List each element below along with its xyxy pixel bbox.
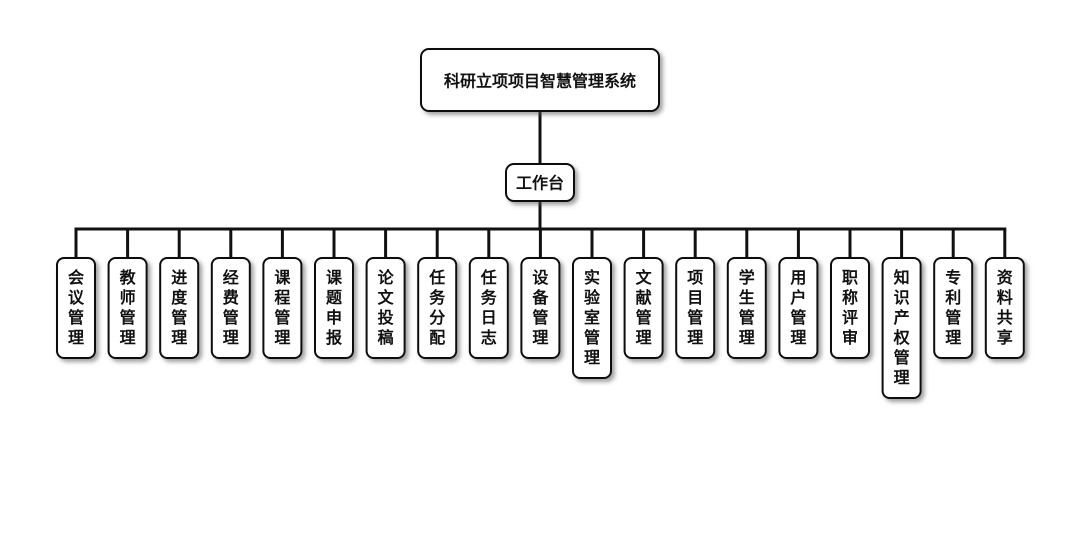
child-node[interactable]: 资料共享 [984, 257, 1025, 359]
child-label: 用户管理 [790, 268, 806, 347]
child-box [623, 257, 664, 359]
child-box [572, 257, 612, 379]
child-box [107, 257, 148, 359]
child-label: 资料共享 [997, 268, 1013, 347]
child-label: 课题申报 [326, 268, 343, 347]
child-box [210, 257, 251, 359]
child-label: 专利管理 [945, 268, 961, 347]
child-box [830, 257, 870, 359]
child-box [417, 257, 458, 359]
child-node[interactable]: 项目管理 [675, 257, 716, 359]
child-box [365, 257, 406, 359]
child-node[interactable]: 实验室管理 [572, 257, 612, 379]
child-node[interactable]: 专利管理 [933, 257, 974, 359]
child-box [778, 257, 819, 359]
hub-node[interactable]: 工作台 [505, 163, 575, 202]
child-box [726, 257, 767, 359]
child-node[interactable]: 进度管理 [159, 257, 200, 359]
child-node[interactable]: 学生管理 [726, 257, 767, 359]
child-label: 学生管理 [739, 268, 755, 347]
child-label: 职称评审 [842, 268, 858, 347]
child-label: 教师管理 [120, 268, 137, 347]
child-node[interactable]: 课程管理 [262, 257, 303, 359]
connector-lines [74, 111, 1007, 258]
hub-label: 工作台 [516, 174, 564, 193]
child-node[interactable]: 用户管理 [778, 257, 819, 359]
child-box [520, 257, 561, 359]
child-box [262, 257, 303, 359]
child-node[interactable]: 任务分配 [417, 257, 458, 359]
child-box [159, 257, 200, 359]
child-node[interactable]: 经费管理 [210, 257, 251, 359]
child-label: 论文投稿 [378, 268, 395, 347]
child-label: 文献管理 [636, 268, 653, 347]
child-label: 设备管理 [531, 268, 549, 347]
child-box [984, 257, 1025, 359]
child-node[interactable]: 论文投稿 [365, 257, 406, 359]
child-label: 会议管理 [68, 268, 85, 347]
child-box [881, 257, 922, 399]
child-node[interactable]: 职称评审 [830, 257, 870, 359]
root-node[interactable]: 科研立项项目智慧管理系统 [420, 48, 660, 112]
child-node[interactable]: 任务日志 [468, 257, 509, 359]
child-node[interactable]: 课题申报 [314, 257, 354, 359]
child-box [468, 257, 509, 359]
child-box [56, 257, 96, 359]
child-node[interactable]: 知识产权管理 [881, 257, 922, 399]
child-label: 任务分配 [428, 268, 446, 347]
child-node[interactable]: 教师管理 [107, 257, 148, 359]
child-node[interactable]: 设备管理 [520, 257, 561, 359]
child-label: 项目管理 [687, 268, 703, 347]
child-label: 知识产权管理 [893, 268, 911, 387]
child-label: 课程管理 [274, 268, 291, 347]
child-node[interactable]: 文献管理 [623, 257, 664, 359]
root-label: 科研立项项目智慧管理系统 [444, 72, 636, 91]
child-label: 任务日志 [480, 268, 498, 347]
child-box [675, 257, 716, 359]
child-box [933, 257, 974, 359]
child-nodes: 会议管理 教师管理 进度管理 经费管理 课程管理 课题申报 论文投稿 任务分配 任务日志 设备管理… [56, 257, 1025, 399]
child-label: 实验室管理 [584, 268, 601, 367]
child-node[interactable]: 会议管理 [56, 257, 96, 359]
child-box [314, 257, 354, 359]
child-label: 进度管理 [171, 268, 188, 347]
child-label: 经费管理 [223, 268, 239, 347]
